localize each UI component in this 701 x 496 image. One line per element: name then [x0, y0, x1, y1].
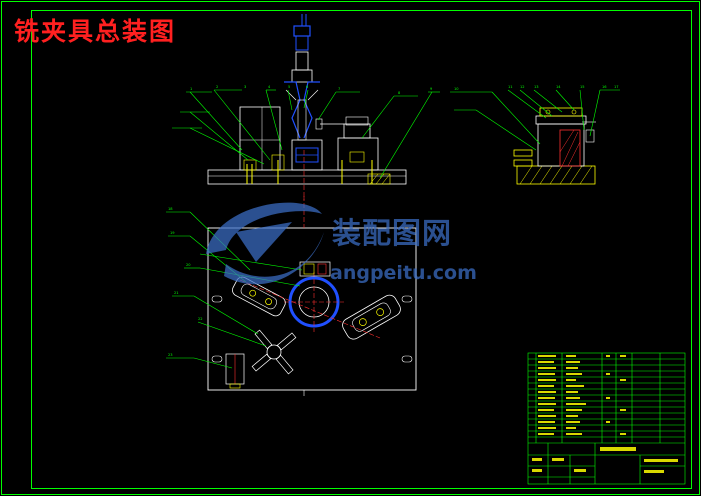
inner-border: [31, 10, 692, 489]
svg-text:8: 8: [398, 91, 401, 95]
top-view-labels: 18 19 20 21 22 23: [168, 207, 203, 357]
drawing-title: 铣夹具总装图: [14, 17, 177, 46]
svg-text:2: 2: [216, 85, 218, 89]
side-view: [513, 107, 596, 185]
watermark-brand-en: angpeitu.com: [330, 262, 477, 284]
svg-text:13: 13: [534, 85, 539, 89]
side-view-labels: 10 11 12 13 14 15 16 17: [454, 85, 619, 91]
parts-list-fill: [532, 355, 678, 473]
parts-list-table: [527, 352, 686, 485]
svg-text:10: 10: [454, 87, 459, 91]
svg-text:5: 5: [288, 85, 290, 89]
front-view: [207, 14, 407, 200]
svg-text:4: 4: [268, 85, 271, 89]
svg-text:12: 12: [520, 85, 525, 89]
svg-text:16: 16: [602, 85, 607, 89]
front-view-labels: 1 2 3 4 5 6 7 8 9: [190, 85, 433, 95]
svg-text:20: 20: [186, 263, 191, 267]
svg-text:14: 14: [556, 85, 561, 89]
svg-text:22: 22: [198, 317, 203, 321]
svg-text:7: 7: [338, 87, 340, 91]
svg-text:17: 17: [614, 85, 619, 89]
top-view: [207, 196, 417, 396]
svg-text:21: 21: [174, 291, 179, 295]
cross-handle: [251, 329, 297, 375]
svg-text:1: 1: [190, 87, 192, 91]
svg-text:6: 6: [306, 85, 309, 89]
watermark-brand-cn: 装配图网: [332, 216, 453, 250]
watermark-logo: [206, 202, 324, 285]
svg-text:9: 9: [430, 87, 433, 91]
front-view-leaders: [172, 89, 440, 179]
svg-text:11: 11: [508, 85, 513, 89]
svg-text:15: 15: [580, 85, 585, 89]
side-view-leaders: [450, 89, 620, 151]
svg-text:19: 19: [170, 231, 175, 235]
svg-text:23: 23: [168, 353, 173, 357]
svg-text:3: 3: [244, 85, 246, 89]
svg-text:18: 18: [168, 207, 173, 211]
